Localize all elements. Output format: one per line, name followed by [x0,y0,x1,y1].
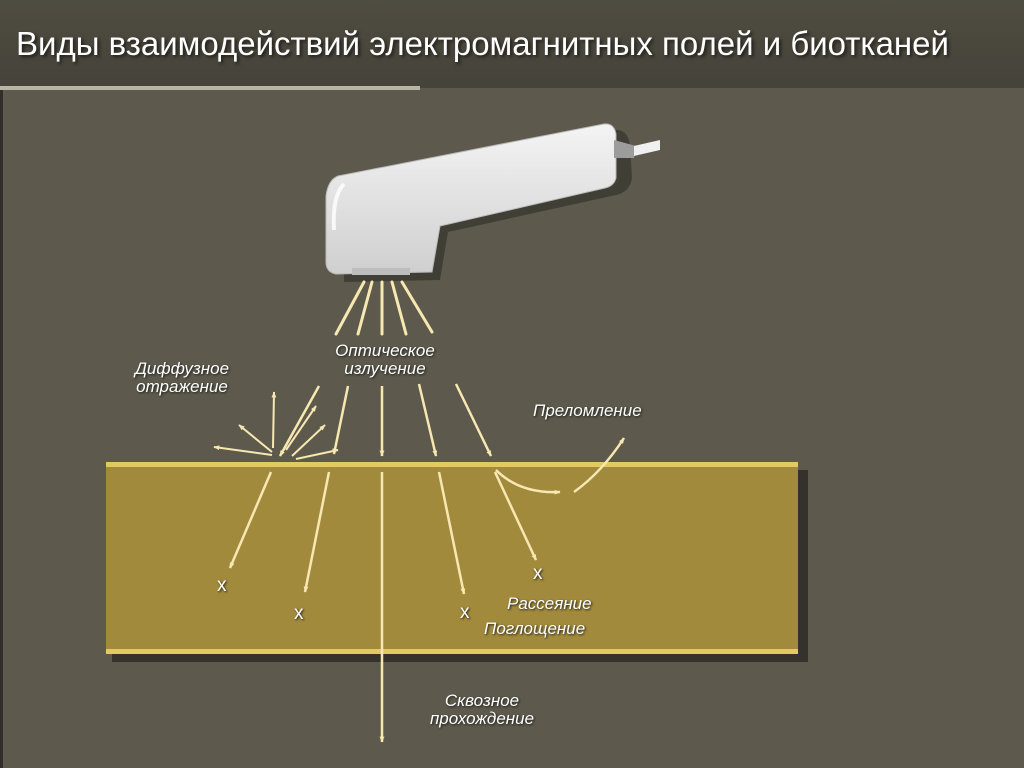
slide-title: Виды взаимодействий электромагнитных пол… [16,25,949,62]
diffuse-reflection-rays [213,391,339,460]
incident-ray [454,383,493,457]
scattering-mark: x [533,563,543,584]
emitter-ray [334,280,366,336]
incident-ray [332,385,350,455]
incident-ray [278,385,321,457]
optical-radiation-text: Оптическое излучение [335,341,435,378]
emitter-ray [400,280,434,334]
absorption-mark: x [294,603,304,624]
device-icon [325,123,660,282]
tissue-top-edge [106,462,798,467]
emitter-ray [390,280,408,336]
incident-rays [278,383,493,457]
incident-ray [417,383,438,457]
emitter-rays [334,280,434,336]
device-highlight [331,182,346,231]
label-optical-radiation: Оптическое излучение [316,342,454,378]
absorption-mark: x [217,575,227,596]
label-absorption: Поглощение [484,619,586,638]
device-body [325,123,617,275]
header-rule [0,86,420,90]
label-scattering: Рассеяние [507,594,592,613]
label-diffuse-reflection: Диффузное отражение [120,360,244,396]
tissue-bottom-edge [106,649,798,654]
tissue-block [106,464,798,654]
absorbed-ray [437,471,466,595]
label-transmission: Сквозное прохождение [414,692,550,728]
device-tip [614,140,636,158]
device-nozzle [634,140,660,156]
reflected-ray [295,448,339,460]
absorbed-ray [303,471,331,593]
absorption-mark: x [460,602,470,623]
scattered-ray [493,471,538,561]
emitter-ray [356,280,374,336]
refraction-exit-ray [573,437,626,494]
reflected-ray [238,424,273,453]
reflected-ray [271,391,277,449]
left-border [0,90,3,768]
absorbed-ray [228,471,273,569]
slide-header: Виды взаимодействий электромагнитных пол… [0,0,1024,90]
reflected-ray [285,405,317,451]
tissue-layer [106,462,808,662]
transmission-text: Сквозное прохождение [429,691,535,728]
device-emitter [352,268,410,275]
reflected-ray [213,445,273,456]
reflected-ray [291,424,326,457]
internal-rays [228,437,626,743]
refracted-ray [495,469,561,495]
label-refraction: Преломление [533,401,642,420]
diffuse-reflection-text: Диффузное отражение [134,359,230,396]
